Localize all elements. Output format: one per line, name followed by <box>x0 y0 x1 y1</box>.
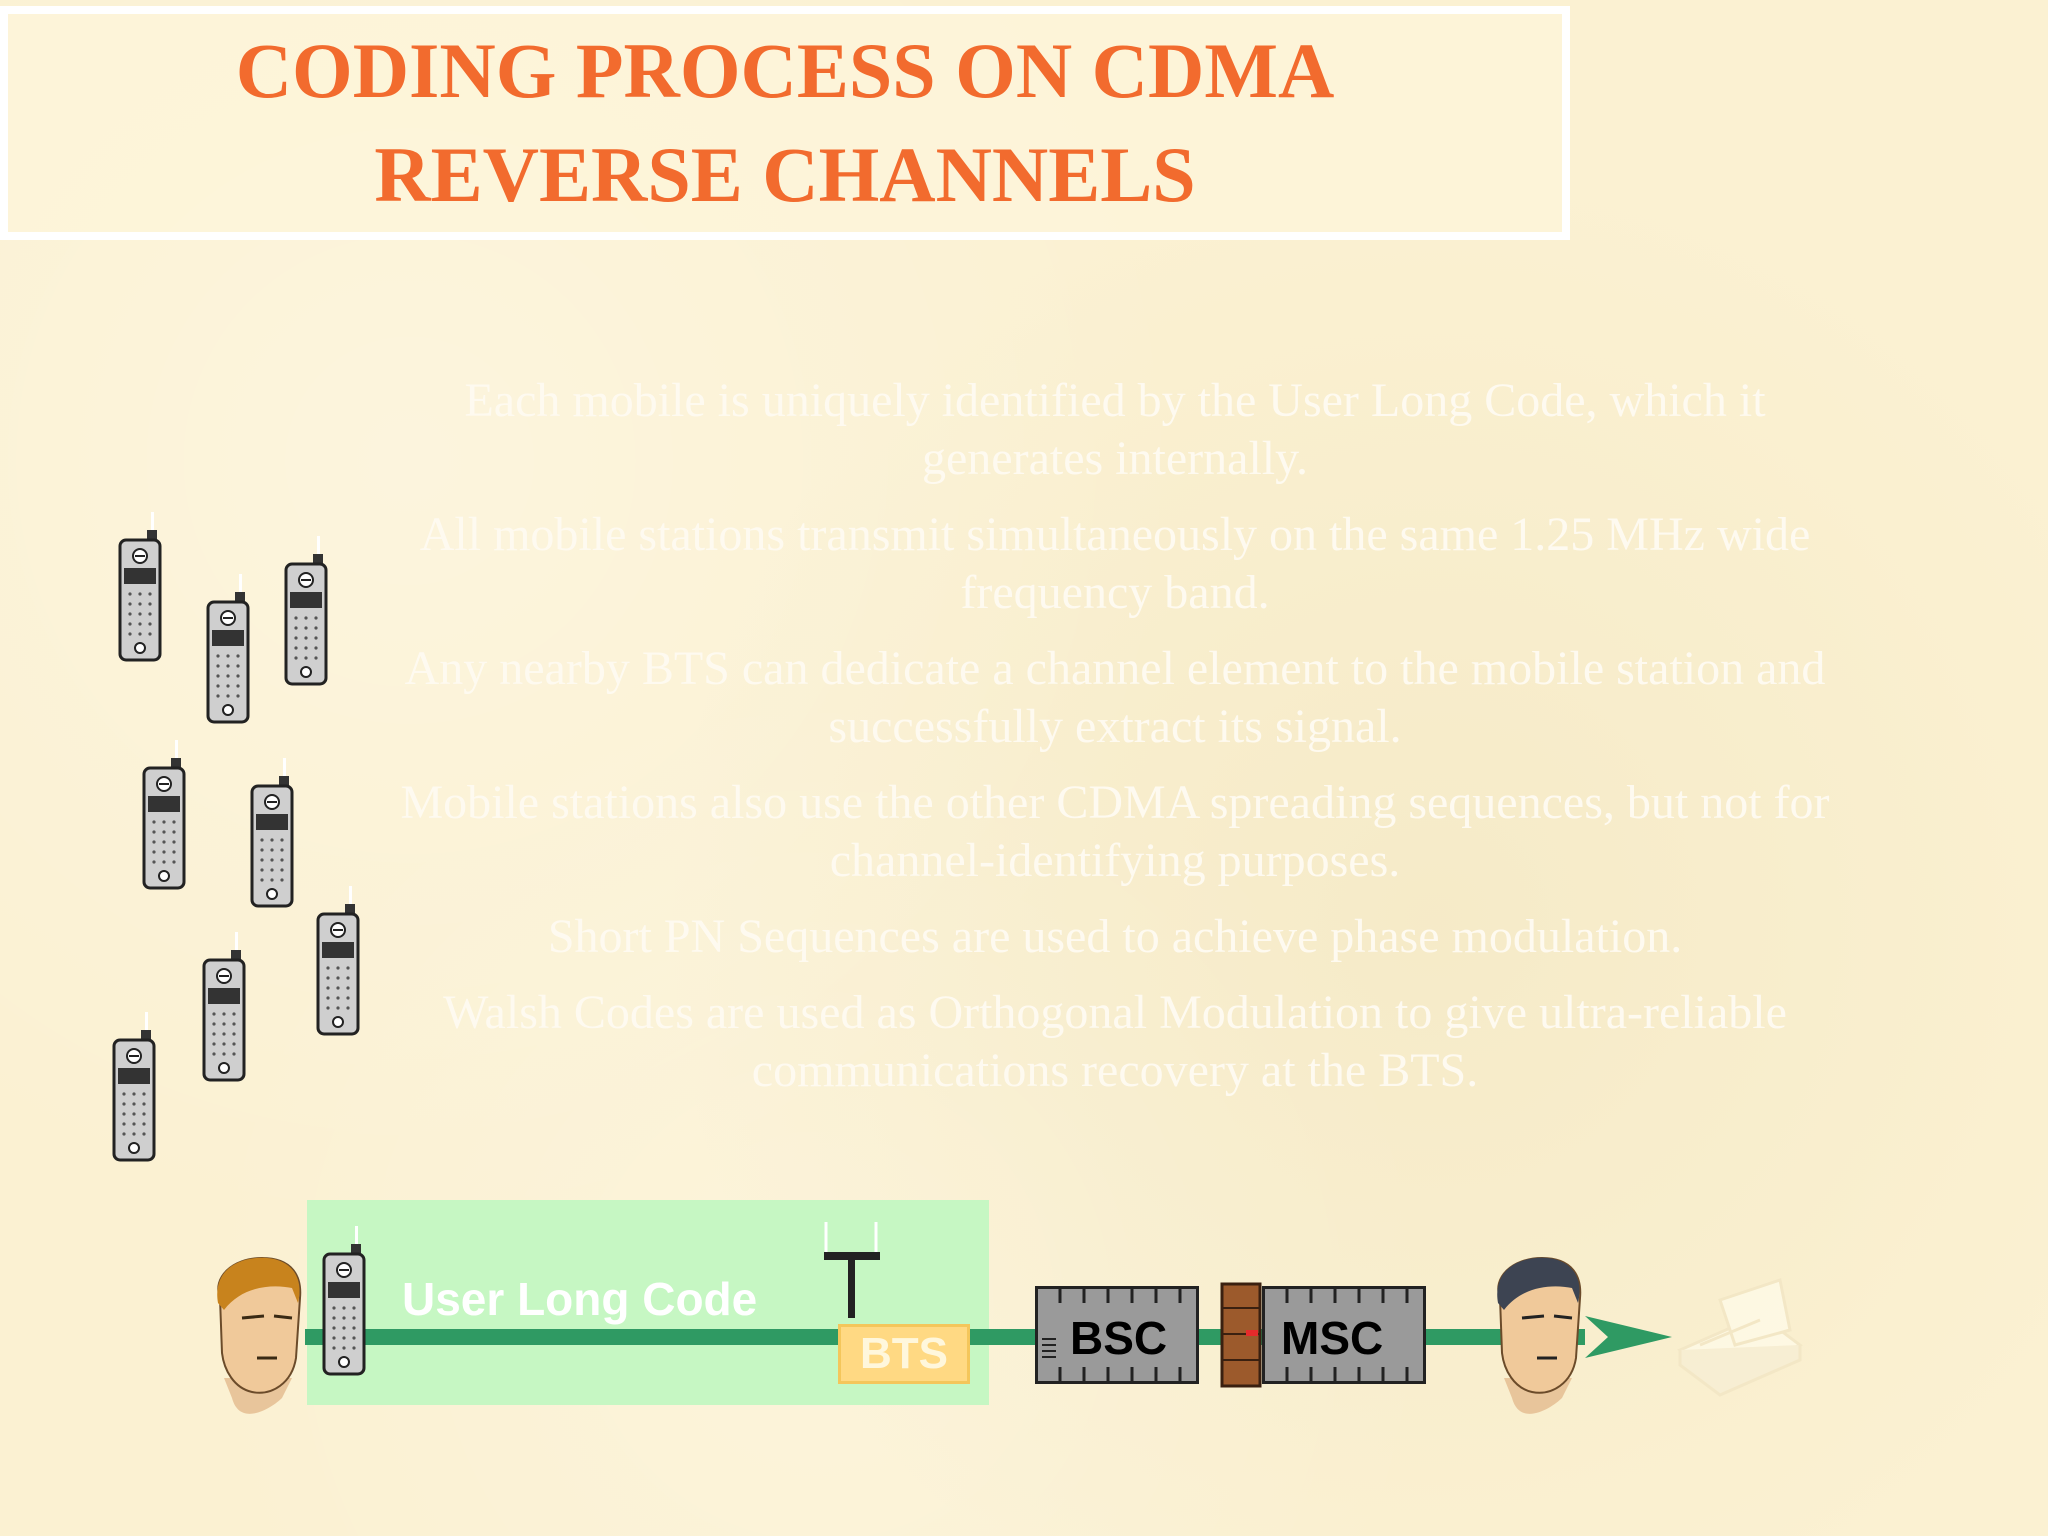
mobile-phone-icon <box>206 574 250 724</box>
bullet-list: Each mobile is uniquely identified by th… <box>385 372 1845 1118</box>
bullet-item: Mobile stations also use the other CDMA … <box>400 776 1830 887</box>
switch-rack-icon <box>1220 1282 1262 1388</box>
msc-rack: MSC <box>1262 1286 1426 1384</box>
person-icon <box>1497 1256 1582 1414</box>
title-box: CODING PROCESS ON CDMA REVERSE CHANNELS <box>0 6 1570 240</box>
bullet-item: Short PN Sequences are used to achieve p… <box>547 910 1683 963</box>
title-line-2: REVERSE CHANNELS <box>374 131 1196 218</box>
arrow-icon <box>1585 1316 1672 1358</box>
mobile-phone-icon <box>118 512 162 662</box>
bullet-item: Each mobile is uniquely identified by th… <box>464 374 1766 485</box>
mobile-phone-icon <box>316 886 360 1036</box>
mobile-phone-icon <box>112 1012 156 1162</box>
bullet-item: All mobile stations transmit simultaneou… <box>419 508 1811 619</box>
mobile-phone-icon <box>202 932 246 1082</box>
bsc-label: BSC <box>1070 1312 1168 1364</box>
bts-box: BTS <box>838 1324 970 1384</box>
title-line-1: CODING PROCESS ON CDMA <box>235 27 1335 114</box>
long-code-label: User Long Code <box>402 1273 758 1325</box>
mobile-phone-icon <box>142 740 186 890</box>
msc-label: MSC <box>1281 1312 1384 1364</box>
mobile-phone-icon <box>322 1226 366 1376</box>
bts-label: BTS <box>860 1329 948 1378</box>
mobile-phone-icon <box>250 758 294 908</box>
bullet-item: Any nearby BTS can dedicate a channel el… <box>404 642 1826 753</box>
person-icon <box>217 1256 302 1414</box>
bsc-rack: BSC <box>1035 1286 1199 1384</box>
bullet-item: Walsh Codes are used as Orthogonal Modul… <box>443 986 1787 1097</box>
mobile-phone-icon <box>284 536 328 686</box>
fax-icon <box>1677 1278 1803 1397</box>
